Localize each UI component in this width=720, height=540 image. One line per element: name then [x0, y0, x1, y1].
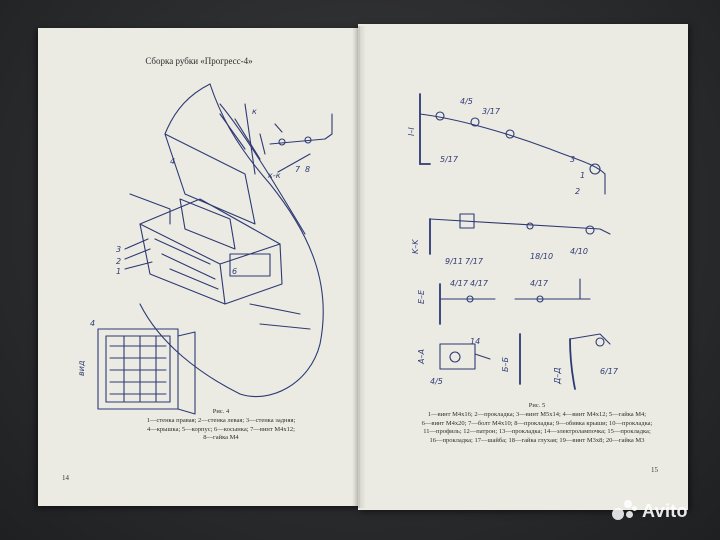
svg-text:1: 1	[116, 267, 121, 276]
svg-text:вид: вид	[77, 360, 86, 376]
svg-text:K–K: K–K	[411, 239, 420, 254]
svg-text:4/17: 4/17	[470, 279, 489, 288]
svg-text:8: 8	[305, 165, 310, 174]
svg-text:4: 4	[170, 157, 175, 166]
svg-text:7/17: 7/17	[465, 257, 484, 266]
svg-text:3: 3	[116, 245, 121, 254]
svg-text:4/5: 4/5	[460, 97, 473, 106]
legend-line: 1—стенка правая; 2—стенка левая; 3—стенк…	[146, 417, 296, 425]
svg-text:3: 3	[570, 155, 575, 164]
svg-text:3/17: 3/17	[482, 107, 501, 116]
svg-text:2: 2	[575, 187, 580, 196]
legend-line: 1—винт М4х16; 2—прокладка; 3—винт М5х14;…	[427, 411, 647, 419]
svg-text:I–I: I–I	[407, 127, 416, 136]
svg-text:4/10: 4/10	[570, 247, 588, 256]
right-page: I–I 4/5 3/17 5/17 3 1 2 K–K 9/11 7/17 18…	[358, 24, 688, 510]
figure-number: Рис. 4	[212, 408, 230, 415]
svg-text:к: к	[252, 107, 257, 116]
figure-4-caption: Рис. 4 1—стенка правая; 2—стенка левая; …	[146, 408, 296, 443]
svg-text:9/11: 9/11	[445, 257, 463, 266]
page-header: Сборка рубки «Прогресс-4»	[145, 56, 253, 66]
svg-text:4/17: 4/17	[450, 279, 469, 288]
avito-logo-icon	[612, 500, 638, 522]
svg-text:4: 4	[90, 319, 95, 328]
svg-text:4/5: 4/5	[430, 377, 443, 386]
legend-line: 4—крышка; 5—корпус; 6—косынка; 7—винт М4…	[147, 425, 295, 433]
avito-watermark: Avito	[612, 500, 688, 522]
svg-text:7: 7	[295, 165, 301, 174]
boat-cabin-drawing: 3 2 1 4 6 к-к к 7 8 вид 4	[77, 83, 333, 415]
svg-text:Б–Б: Б–Б	[501, 357, 510, 372]
svg-text:4/17: 4/17	[530, 279, 549, 288]
left-page: Сборка рубки «Прогресс-4» 3 2 1 4 6 к-к …	[38, 28, 360, 506]
svg-text:Д–Д: Д–Д	[553, 368, 562, 386]
legend-line: 11—профиль; 12—патрон; 13—прокладка; 14—…	[423, 428, 651, 436]
svg-text:2: 2	[116, 257, 121, 266]
legend-line: 8—гайка М4	[203, 434, 239, 442]
svg-text:14: 14	[470, 337, 480, 346]
svg-text:5/17: 5/17	[440, 155, 459, 164]
svg-text:A–A: A–A	[417, 349, 426, 365]
book-fold-shadow	[352, 26, 366, 508]
figure-5-caption: Рис. 5 1—винт М4х16; 2—прокладка; 3—винт…	[402, 402, 672, 445]
watermark-text: Avito	[642, 500, 688, 521]
legend-line: 6—винт М4х20; 7—болт М4х10; 8—прокладка;…	[421, 419, 653, 427]
svg-text:6: 6	[232, 267, 237, 276]
svg-text:6/17: 6/17	[600, 367, 619, 376]
page-number: 15	[651, 466, 658, 474]
svg-text:к-к: к-к	[268, 171, 281, 180]
legend-line: 16—прокладка; 17—шайба; 18—гайка глухая;…	[429, 436, 645, 444]
svg-text:18/10: 18/10	[530, 252, 553, 261]
figure-number: Рис. 5	[528, 402, 546, 409]
fastener-details-drawing: I–I 4/5 3/17 5/17 3 1 2 K–K 9/11 7/17 18…	[407, 93, 619, 390]
svg-text:1: 1	[580, 171, 585, 180]
page-number: 14	[62, 474, 69, 482]
svg-text:E–E: E–E	[417, 289, 426, 304]
